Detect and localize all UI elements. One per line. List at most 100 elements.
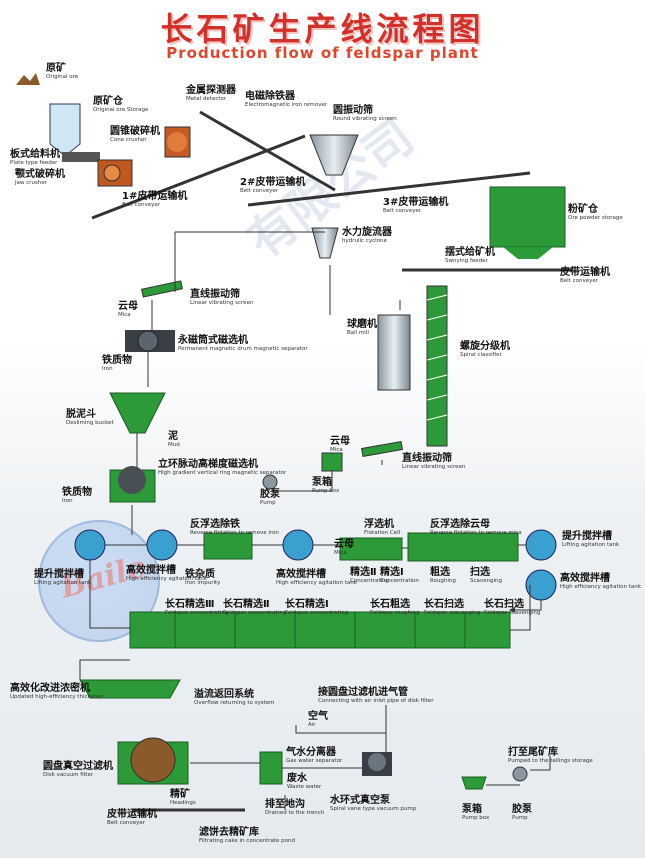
- label-belt-conveyer-en: Belt conveyer: [560, 277, 599, 284]
- label-metal-detector-cn: 金属探测器: [186, 85, 236, 96]
- label-concentrating-2-en: Concentrating: [350, 577, 390, 584]
- label-belt-conveyer-2-en: Belt conveyer: [107, 819, 146, 826]
- label-fc2-cn: 长石精选Ⅱ: [223, 599, 270, 610]
- label-powder-storage-en: Ore powder storage: [568, 214, 623, 221]
- label-mica-3-cn: 云母: [334, 539, 354, 550]
- label-mica-1-en: Mica: [118, 311, 131, 318]
- label-plate-feeder-cn: 板式给料机: [10, 149, 60, 160]
- label-fc3-cn: 长石精选Ⅲ: [165, 599, 215, 610]
- label-to-tailings-cn: 打至尾矿库: [508, 747, 558, 758]
- label-overflow-cn: 溢流返回系统: [194, 689, 254, 700]
- label-he-tank-1-en: High efficiency agitation tank: [126, 575, 207, 582]
- label-fs1-en: Feldspar scavenging: [424, 609, 481, 616]
- label-mica-2-cn: 云母: [330, 436, 350, 447]
- label-reverse-mica-cn: 反浮选除云母: [430, 519, 490, 530]
- powder-storage-icon: [489, 186, 566, 259]
- label-linear-screen-1-en: Linear vibrating screen: [190, 299, 254, 306]
- label-air-en: Air: [308, 721, 316, 728]
- hydrocyclone-icon: [311, 227, 339, 259]
- feed-lines: [131, 231, 401, 535]
- label-fr-en: Feldspar roughing: [370, 609, 420, 616]
- label-reverse-iron-en: Reverse flotation to remove iron: [190, 529, 279, 536]
- label-overflow-en: Overflow returning to system: [194, 699, 275, 706]
- label-mud-cn: 泥: [168, 431, 178, 442]
- label-vacuum-pump-cn: 水环式真空泵: [330, 795, 390, 806]
- flotation-cells-row1: [203, 532, 519, 562]
- label-vacuum-pump-en: Spiral vane type vacuum pump: [330, 805, 417, 812]
- pump-box-1-icon: [321, 452, 343, 472]
- label-fs2-en: Feldspar scavenging: [484, 609, 541, 616]
- label-swing-feeder-en: Swnying feeder: [445, 257, 488, 264]
- label-plate-feeder-en: Plate type feeder: [10, 159, 58, 166]
- page-title: 长石矿生产线流程图: [160, 10, 485, 48]
- label-concentrate-en: Headings: [170, 799, 196, 806]
- label-belt-1-en: Belt conveyer: [122, 201, 161, 208]
- ball-mill-icon: [377, 314, 411, 391]
- label-spiral-classifier-cn: 螺旋分级机: [460, 341, 510, 352]
- label-iron-1-en: Iron: [102, 365, 113, 372]
- vacuum-pump-icon: [362, 752, 392, 776]
- label-spiral-classifier-en: Spiral classifier: [460, 351, 502, 358]
- label-disk-filter-en: Disk vacuum filter: [43, 771, 94, 778]
- label-gw-separator-en: Gas water separator: [286, 757, 343, 764]
- label-pump-box-2-cn: 泵箱: [462, 804, 482, 815]
- label-fc3-en: Feldspar concentrating: [165, 609, 229, 616]
- label-belt-conveyer-2-cn: 皮带运输机: [107, 809, 157, 820]
- label-lift-tank-right-en: Lifting agitation tank: [562, 541, 620, 548]
- label-to-tailings-en: Pumped to the tailings storage: [508, 757, 593, 764]
- flotation-bank-row2: [129, 611, 511, 649]
- label-metal-detector-en: Metal detector: [186, 95, 227, 102]
- label-iron-2-cn: 铁质物: [62, 487, 92, 498]
- label-he-tank-3-cn: 高效搅拌槽: [560, 573, 610, 584]
- label-raw-ore-en: Original ore: [46, 73, 79, 80]
- disk-filter-icon: [117, 737, 189, 785]
- label-hydrocyclone-cn: 水力旋流器: [342, 227, 392, 238]
- label-iron-impurity-cn: 铁杂质: [185, 569, 215, 580]
- spiral-classifier-icon: [426, 285, 448, 447]
- label-fs1-cn: 长石扫选: [424, 599, 464, 610]
- label-lift-tank-left-en: Lifting agitation tank: [34, 579, 92, 586]
- label-pump-box-1-cn: 泵箱: [312, 477, 332, 488]
- desliming-bucket-icon: [109, 392, 166, 434]
- belt-conveyer-3: [247, 171, 531, 207]
- label-reverse-mica-en: Reverse flotation to remove mica: [430, 529, 522, 536]
- belt-conveyer-2-line: [199, 110, 336, 192]
- label-belt-conveyer-cn: 皮带运输机: [560, 267, 610, 278]
- label-slurry-pump-1-cn: 胶泵: [260, 489, 280, 500]
- label-fc2-en: Feldspar concentrating: [223, 609, 287, 616]
- label-desliming-cn: 脱泥斗: [66, 409, 96, 420]
- round-screen-icon: [309, 134, 359, 176]
- label-fs2-cn: 长石扫选: [484, 599, 524, 610]
- label-desliming-en: Desliming bucket: [66, 419, 114, 426]
- pump-box-2-icon: [461, 776, 487, 790]
- label-iron-impurity-en: Iron impurity: [185, 579, 221, 586]
- vertical-ring-icon: [109, 466, 156, 503]
- thickener-icon: [79, 679, 181, 699]
- label-fc1-cn: 长石精选Ⅰ: [285, 599, 329, 610]
- label-iron-1-cn: 铁质物: [102, 355, 132, 366]
